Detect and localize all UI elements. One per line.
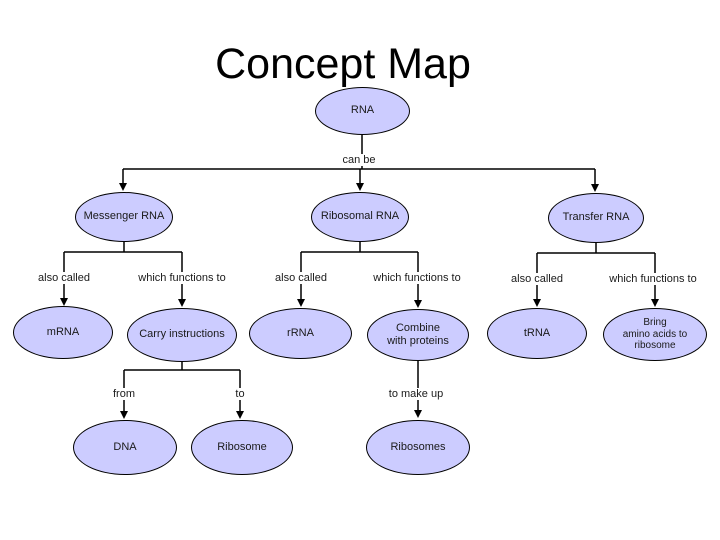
edge-label-can-be: can be: [339, 154, 379, 166]
edge-label-also-called-rrna: also called: [272, 272, 330, 284]
edge-label-also-called-trna: also called: [508, 273, 566, 285]
edge-label-to-make-up: to make up: [385, 388, 447, 400]
edge-label-functions-trna: which functions to: [606, 273, 700, 285]
edge-label-functions-rrna: which functions to: [370, 272, 464, 284]
node-mrna: mRNA: [13, 306, 113, 359]
edge-label-functions-mrna: which functions to: [135, 272, 229, 284]
node-carry-instructions: Carry instructions: [127, 308, 237, 362]
page-title: Concept Map: [215, 40, 471, 88]
node-messenger-rna: Messenger RNA: [75, 192, 173, 242]
node-ribosomal-rna: Ribosomal RNA: [311, 192, 409, 242]
node-combine-with-proteins: Combine with proteins: [367, 309, 469, 361]
node-transfer-rna: Transfer RNA: [548, 193, 644, 243]
node-bring-amino-acids: Bring amino acids to ribosome: [603, 308, 707, 361]
node-dna: DNA: [73, 420, 177, 475]
node-trna: tRNA: [487, 308, 587, 359]
edge-label-also-called-mrna: also called: [35, 272, 93, 284]
node-rna: RNA: [315, 87, 410, 135]
edge-label-to: to: [232, 388, 248, 400]
node-ribosome: Ribosome: [191, 420, 293, 475]
node-ribosomes: Ribosomes: [366, 420, 470, 475]
node-rrna: rRNA: [249, 308, 352, 359]
edge-label-from: from: [110, 388, 138, 400]
